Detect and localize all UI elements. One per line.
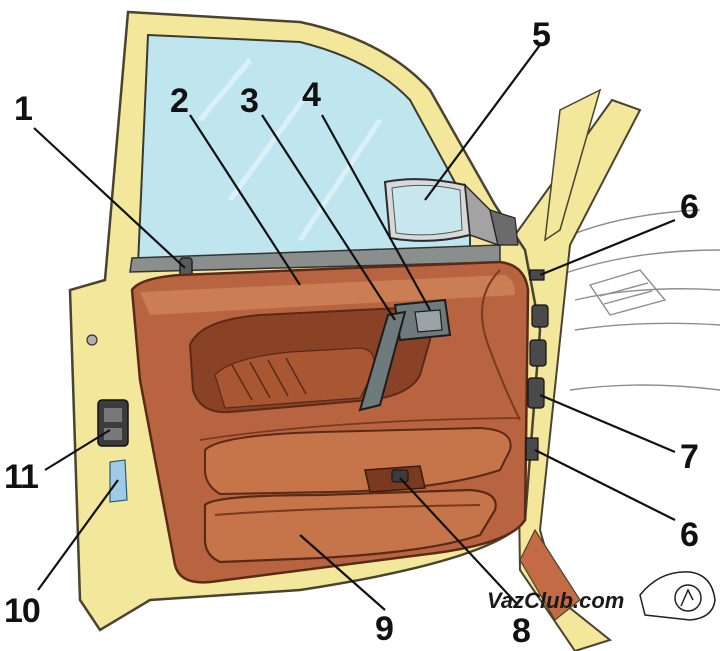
callout-10: 10 [4, 592, 41, 630]
watermark-text: VazClub.com [487, 588, 625, 613]
inside-handle [358, 298, 452, 412]
watermark-logo [639, 571, 716, 621]
callout-6-upper: 6 [680, 188, 699, 226]
callout-5: 5 [532, 16, 551, 54]
door-hinges [525, 269, 549, 461]
trim-body-line [199, 417, 521, 441]
callout-9: 9 [375, 610, 394, 648]
map-pocket-opening [214, 504, 481, 516]
leader-lines [33, 44, 676, 611]
door-pillar [513, 88, 642, 651]
callout-2: 2 [170, 82, 189, 120]
map-pocket [203, 488, 497, 564]
mirror [383, 178, 519, 247]
trim-side-curve [481, 269, 521, 421]
car-body-interior [539, 209, 721, 391]
lower-armrest [204, 426, 512, 496]
window-switch [364, 465, 426, 493]
callout-11: 11 [4, 458, 39, 496]
glass-highlights [198, 58, 383, 242]
callout-7: 7 [680, 438, 699, 476]
callout-1: 1 [14, 90, 33, 128]
armrest-ribs [231, 357, 307, 401]
trim-upper-band [140, 275, 515, 315]
callout-3: 3 [240, 82, 259, 120]
callout-6-lower: 6 [680, 516, 699, 554]
callout-4: 4 [302, 76, 321, 114]
callout-8: 8 [512, 612, 531, 650]
